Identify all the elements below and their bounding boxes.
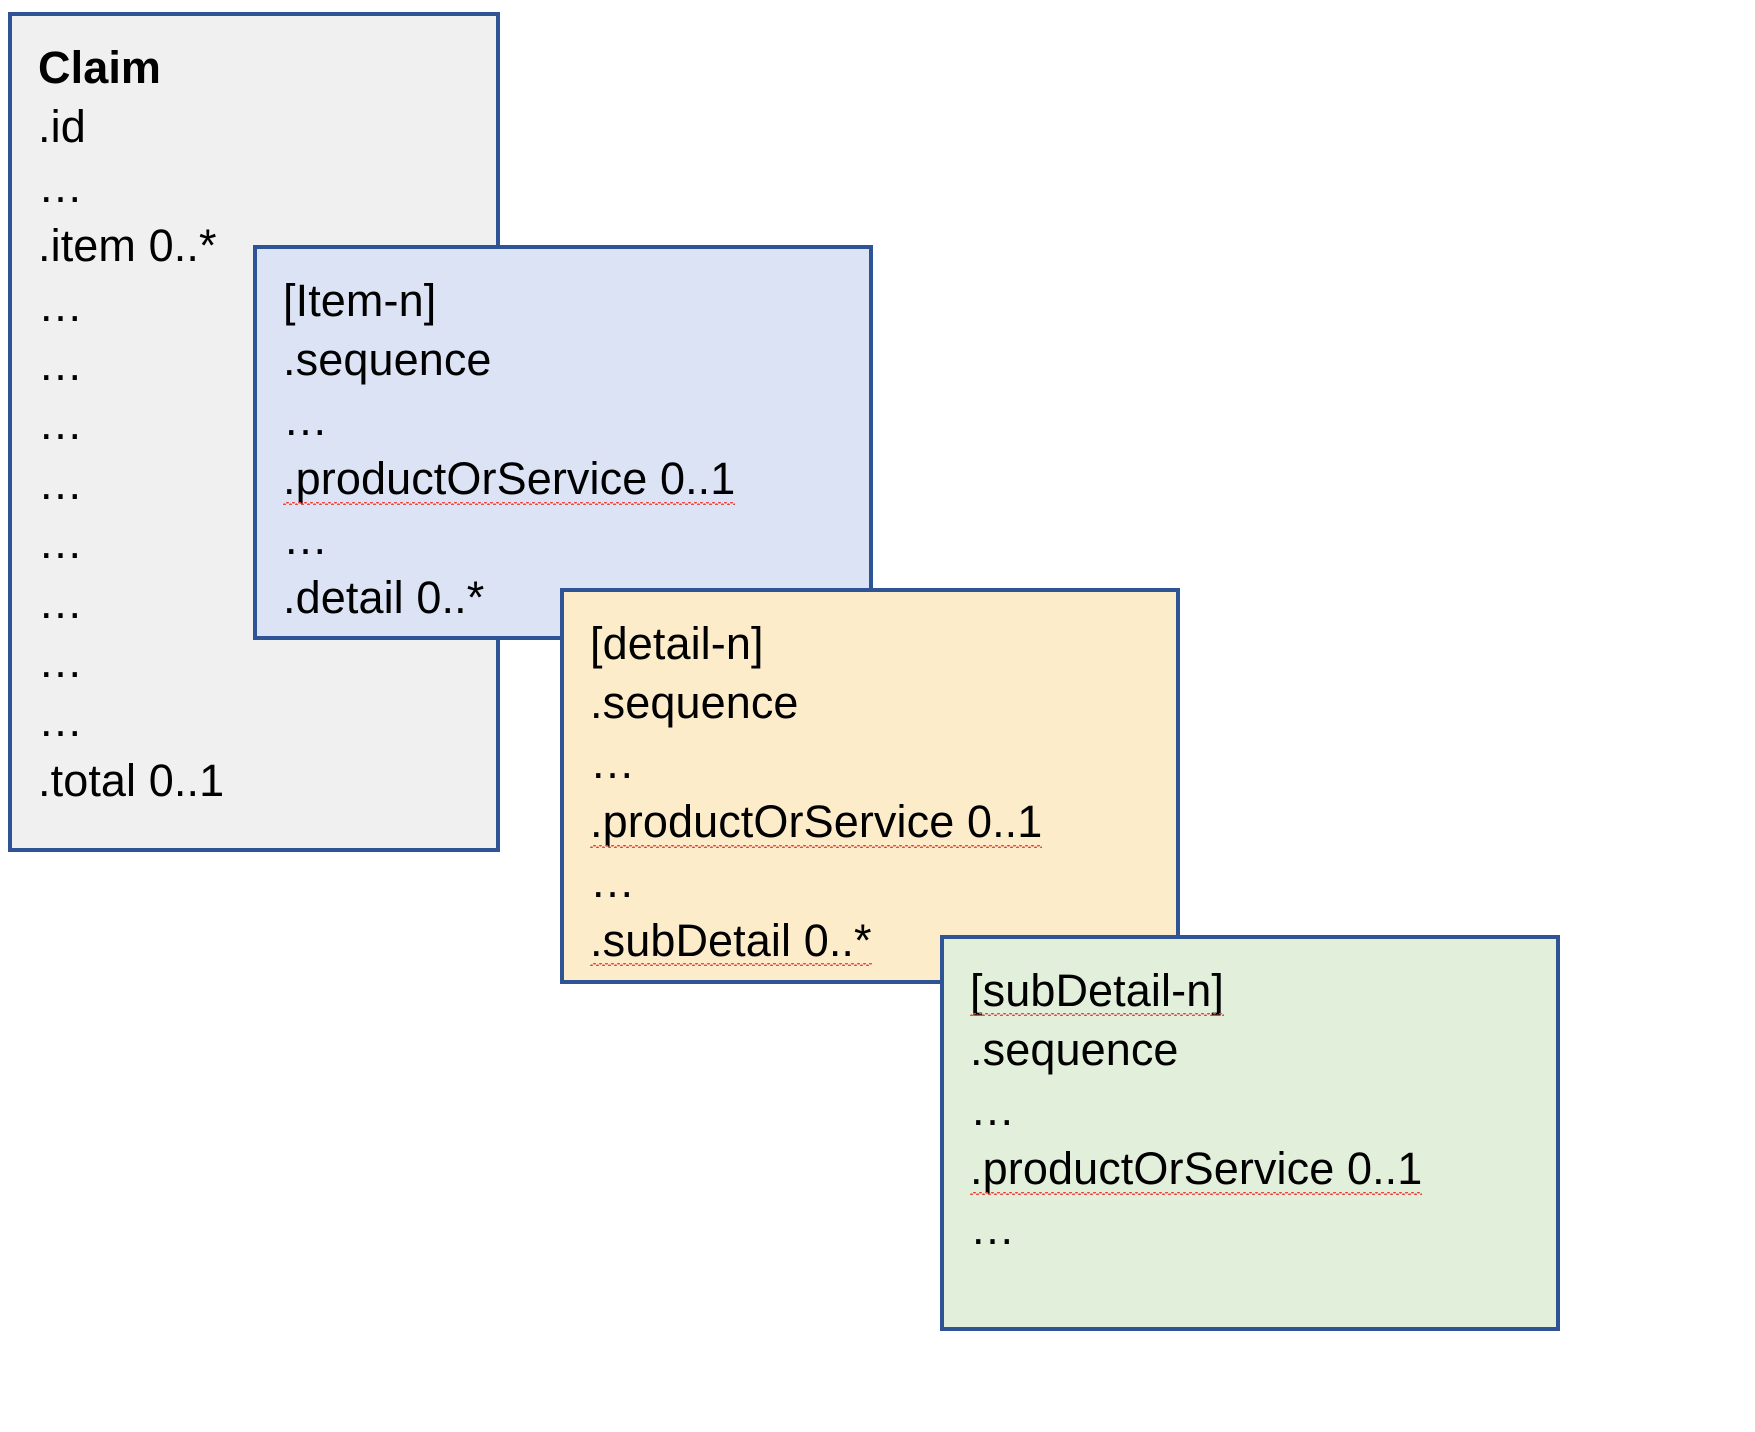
subdetail-ellipsis-2: … [970,1202,1016,1254]
item-field-sequence: .sequence [283,334,492,386]
spellcheck-underline-icon: .subDetail 0..* [590,911,872,970]
claim-ellipsis-6: … [38,517,84,569]
claim-ellipsis-2: … [38,279,84,331]
detail-field-sequence: .sequence [590,677,799,729]
item-card[interactable]: [Item-n] .sequence … .productOrService 0… [253,245,873,640]
subdetail-field-sequence: .sequence [970,1024,1179,1076]
item-ellipsis-2: … [283,512,329,564]
claim-ellipsis-8: … [38,635,84,687]
claim-ellipsis-1: … [38,160,84,212]
subdetail-title: [subDetail-n] [970,961,1556,1020]
spellcheck-underline-icon: .productOrService 0..1 [590,792,1043,851]
claim-ellipsis-5: … [38,457,84,509]
item-field-productorservice: .productOrService 0..1 [283,449,869,508]
claim-ellipsis-4: … [38,398,84,450]
detail-title: [detail-n] [590,618,764,669]
detail-field-subdetail: .subDetail 0..* [590,911,1176,970]
subdetail-ellipsis-1: … [970,1083,1016,1135]
detail-card[interactable]: [detail-n] .sequence … .productOrService… [560,588,1180,984]
item-ellipsis-1: … [283,393,329,445]
claim-ellipsis-7: … [38,576,84,628]
detail-ellipsis-1: … [590,736,636,788]
subdetail-card[interactable]: [subDetail-n] .sequence … .productOrServ… [940,935,1560,1331]
claim-ellipsis-3: … [38,338,84,390]
spellcheck-underline-icon: .productOrService 0..1 [283,449,736,508]
claim-field-id: .id [38,101,86,153]
claim-title: Claim [38,42,162,93]
item-title: [Item-n] [283,275,437,326]
subdetail-field-productorservice: .productOrService 0..1 [970,1139,1556,1198]
claim-field-item: .item 0..* [38,220,217,272]
spellcheck-underline-icon: [subDetail-n] [970,961,1224,1020]
detail-ellipsis-2: … [590,855,636,907]
claim-ellipsis-9: … [38,695,84,747]
detail-field-productorservice: .productOrService 0..1 [590,792,1176,851]
claim-field-total: .total 0..1 [38,754,225,806]
item-field-detail: .detail 0..* [283,571,485,623]
spellcheck-underline-icon: .productOrService 0..1 [970,1139,1423,1198]
